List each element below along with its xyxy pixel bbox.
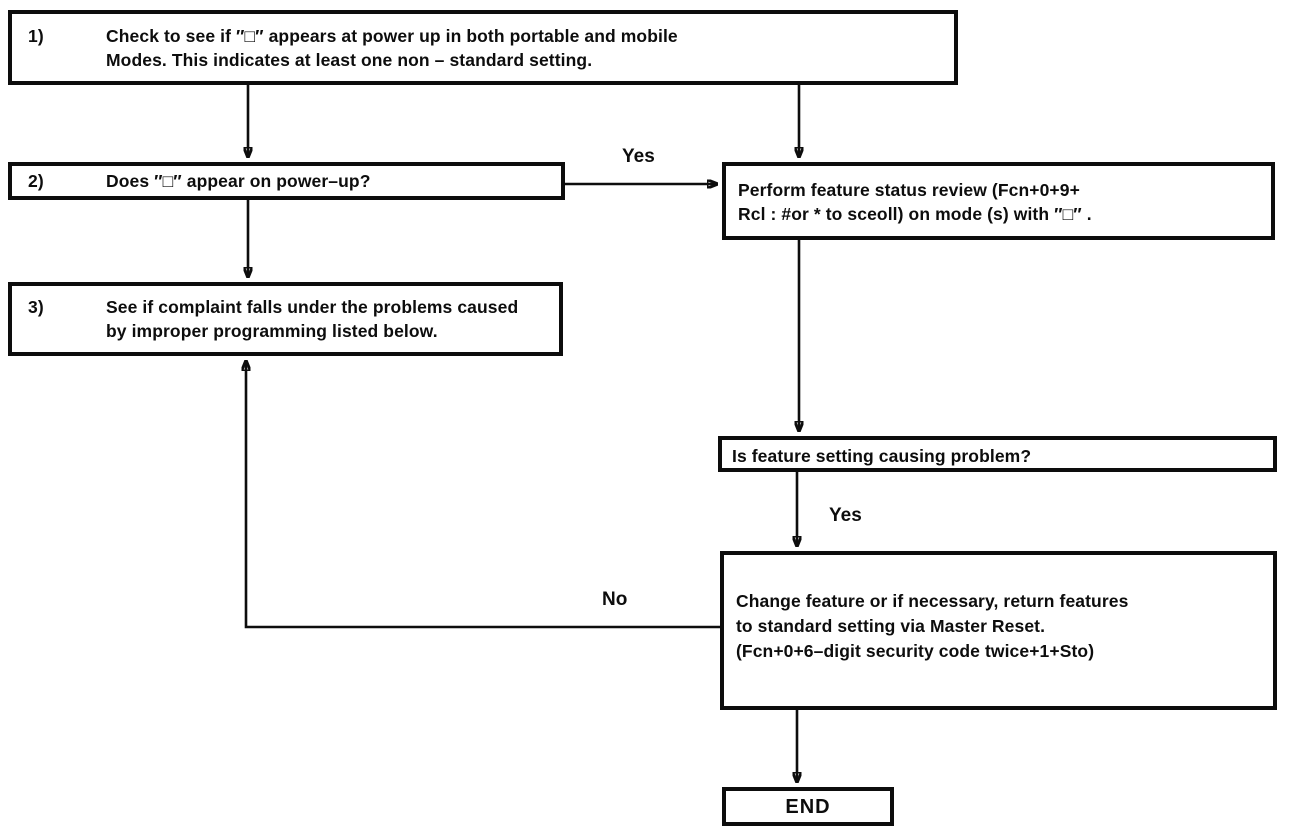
step1-number: 1) <box>28 26 44 46</box>
step2-box: 2) Does ″□″ appear on power–up? <box>8 162 565 200</box>
change-box: Change feature or if necessary, return f… <box>720 551 1277 710</box>
step2-text: Does ″□″ appear on power–up? <box>106 171 371 191</box>
edge-label-no-return: No <box>600 589 630 611</box>
step3-line2: by improper programming listed below. <box>106 321 438 341</box>
step3-line1: See if complaint falls under the problem… <box>106 297 519 317</box>
question-text: Is feature setting causing problem? <box>732 446 1032 466</box>
question-box: Is feature setting causing problem? <box>718 436 1277 472</box>
change-line1: Change feature or if necessary, return f… <box>736 591 1129 611</box>
end-box: END <box>722 787 894 826</box>
review-line2: Rcl : #or * to sceoll) on mode (s) with … <box>738 204 1092 224</box>
step3-number: 3) <box>28 297 44 317</box>
end-label: END <box>785 795 831 818</box>
edge-change-no-to-step3 <box>246 361 720 629</box>
review-line1: Perform feature status review (Fcn+0+9+ <box>738 180 1080 200</box>
change-text: Change feature or if necessary, return f… <box>736 589 1128 664</box>
step3-text: See if complaint falls under the problem… <box>106 295 518 343</box>
step1-text: Check to see if ″□″ appears at power up … <box>106 24 678 72</box>
change-line2: to standard setting via Master Reset. <box>736 616 1046 636</box>
step1-line2: Modes. This indicates at least one non –… <box>106 50 593 70</box>
step1-line1: Check to see if ″□″ appears at power up … <box>106 26 678 46</box>
edge-label-yes-review: Yes <box>620 146 657 168</box>
step2-number: 2) <box>28 171 44 191</box>
edge-label-yes-change: Yes <box>827 505 864 527</box>
step3-box: 3) See if complaint falls under the prob… <box>8 282 563 356</box>
review-text: Perform feature status review (Fcn+0+9+ … <box>738 178 1092 226</box>
review-box: Perform feature status review (Fcn+0+9+ … <box>722 162 1275 240</box>
step1-box: 1) Check to see if ″□″ appears at power … <box>8 10 958 85</box>
change-line3: (Fcn+0+6–digit security code twice+1+Sto… <box>736 641 1095 661</box>
